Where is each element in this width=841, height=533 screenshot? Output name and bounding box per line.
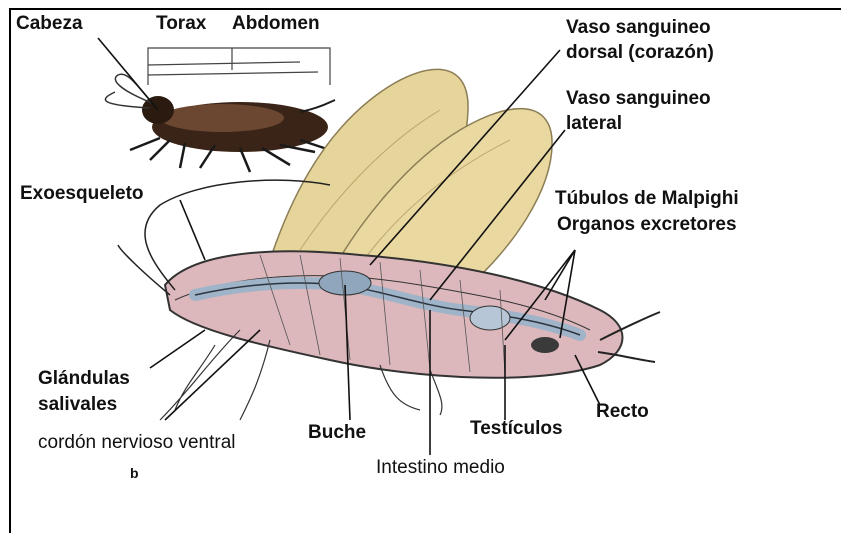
label-exoesqueleto: Exoesqueleto bbox=[20, 183, 144, 205]
label-vaso-lateral-line1: Vaso sanguineo bbox=[566, 88, 711, 110]
label-organos-excretores: Organos excretores bbox=[557, 214, 737, 236]
label-abdomen: Abdomen bbox=[232, 13, 320, 35]
label-buche: Buche bbox=[308, 422, 366, 444]
label-torax: Torax bbox=[156, 13, 206, 35]
label-vaso-dorsal-line1: Vaso sanguineo bbox=[566, 17, 711, 39]
label-intestino-medio: Intestino medio bbox=[376, 457, 505, 479]
label-glandulas-line2: salivales bbox=[38, 394, 117, 416]
segment-brackets bbox=[148, 48, 330, 85]
label-b-mark: b bbox=[130, 462, 139, 484]
label-recto: Recto bbox=[596, 401, 649, 423]
label-tubulos-malpighi: Túbulos de Malpighi bbox=[555, 188, 739, 210]
label-cordon-nervioso: cordón nervioso ventral bbox=[38, 432, 236, 454]
label-cabeza: Cabeza bbox=[16, 13, 83, 35]
label-vaso-dorsal-line2: dorsal (corazón) bbox=[566, 42, 714, 64]
label-vaso-lateral-line2: lateral bbox=[566, 113, 622, 135]
label-glandulas-line1: Glándulas bbox=[38, 368, 130, 390]
label-testiculos: Testículos bbox=[470, 418, 563, 440]
